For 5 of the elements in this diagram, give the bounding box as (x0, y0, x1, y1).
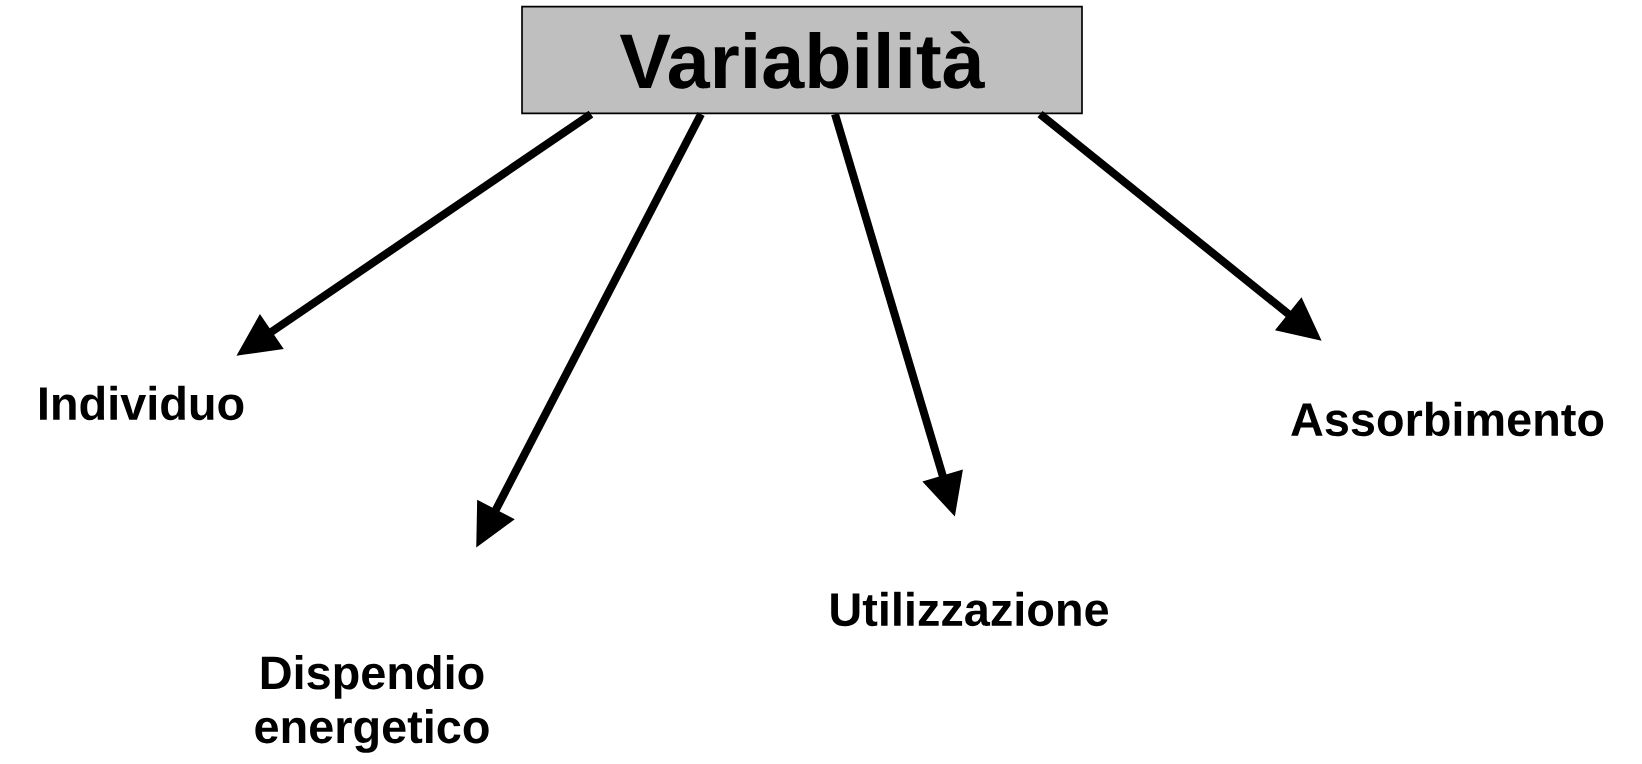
node-label: Dispendio energetico (255, 655, 489, 753)
node-label: Assorbimento (1291, 401, 1604, 437)
node-label: Utilizzazione (831, 591, 1108, 627)
node-label: Individuo (40, 385, 244, 421)
title-box: Variabilità (521, 5, 1083, 115)
